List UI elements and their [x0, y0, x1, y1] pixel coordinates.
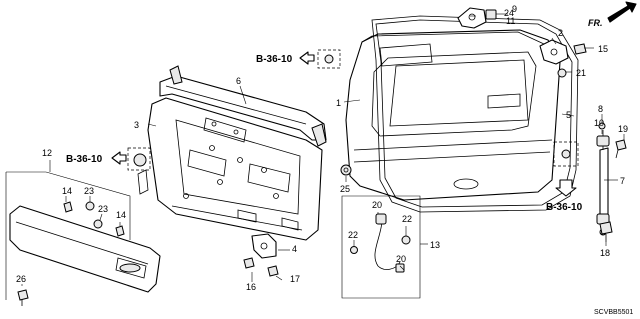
reference-label-top: B-36-10	[256, 54, 293, 65]
inner-trim-panel	[133, 97, 323, 241]
bolt-18	[599, 221, 613, 242]
callout-20a: 20	[372, 200, 382, 210]
front-direction-arrow	[607, 1, 637, 23]
callout-16: 16	[246, 282, 256, 292]
callout-12: 12	[42, 148, 52, 158]
reference-label-right: B-36-10	[546, 202, 583, 213]
callout-19: 19	[618, 124, 628, 134]
hinge	[539, 39, 587, 78]
tailgate-panel	[345, 29, 561, 201]
callout-17: 17	[290, 274, 300, 284]
callout-8: 8	[598, 104, 603, 114]
leader-lines	[21, 15, 625, 286]
callout-22a: 22	[348, 230, 358, 240]
callout-7: 7	[620, 176, 625, 186]
callout-18: 18	[600, 248, 610, 258]
bolt-19	[615, 139, 627, 159]
callout-9: 9	[512, 4, 517, 14]
callout-4: 4	[292, 244, 297, 254]
callout-10: 10	[594, 118, 604, 128]
reference-left-marker	[111, 147, 151, 171]
callout-labels: 1 2 3 4 5 6 7 8 9 10 11 12 13 14 14 15 1…	[16, 4, 628, 292]
callout-20b: 20	[396, 254, 406, 264]
latch	[243, 233, 279, 277]
callout-13: 13	[430, 240, 440, 250]
callout-14a: 14	[62, 186, 72, 196]
callout-23a: 23	[84, 186, 94, 196]
grommet-25	[340, 164, 352, 176]
lower-garnish	[9, 205, 161, 293]
reference-label-left: B-36-10	[66, 154, 103, 165]
gas-strut	[596, 122, 610, 236]
diagram-code: SCVBB5501	[594, 309, 633, 316]
callout-23b: 23	[98, 204, 108, 214]
reference-right-marker	[553, 141, 579, 197]
callout-1: 1	[336, 98, 341, 108]
group-12-outline	[5, 171, 131, 300]
clip-set	[63, 201, 125, 237]
reference-top-marker	[299, 49, 341, 69]
hinge-top	[457, 7, 508, 29]
front-direction-label: FR.	[588, 18, 603, 28]
callout-26: 26	[16, 274, 26, 284]
callout-3: 3	[134, 120, 139, 130]
callout-25: 25	[340, 184, 350, 194]
bolt-26	[17, 289, 29, 306]
callout-21: 21	[576, 68, 586, 78]
callout-22b: 22	[402, 214, 412, 224]
callout-14b: 14	[116, 210, 126, 220]
callout-11: 11	[506, 16, 515, 26]
callout-15: 15	[598, 44, 608, 54]
callout-24: 24	[504, 8, 514, 18]
harness-box	[341, 195, 421, 299]
callout-6: 6	[236, 76, 241, 86]
callout-2: 2	[558, 28, 563, 38]
upper-trim-garnish	[159, 65, 327, 147]
callout-5: 5	[566, 110, 571, 120]
